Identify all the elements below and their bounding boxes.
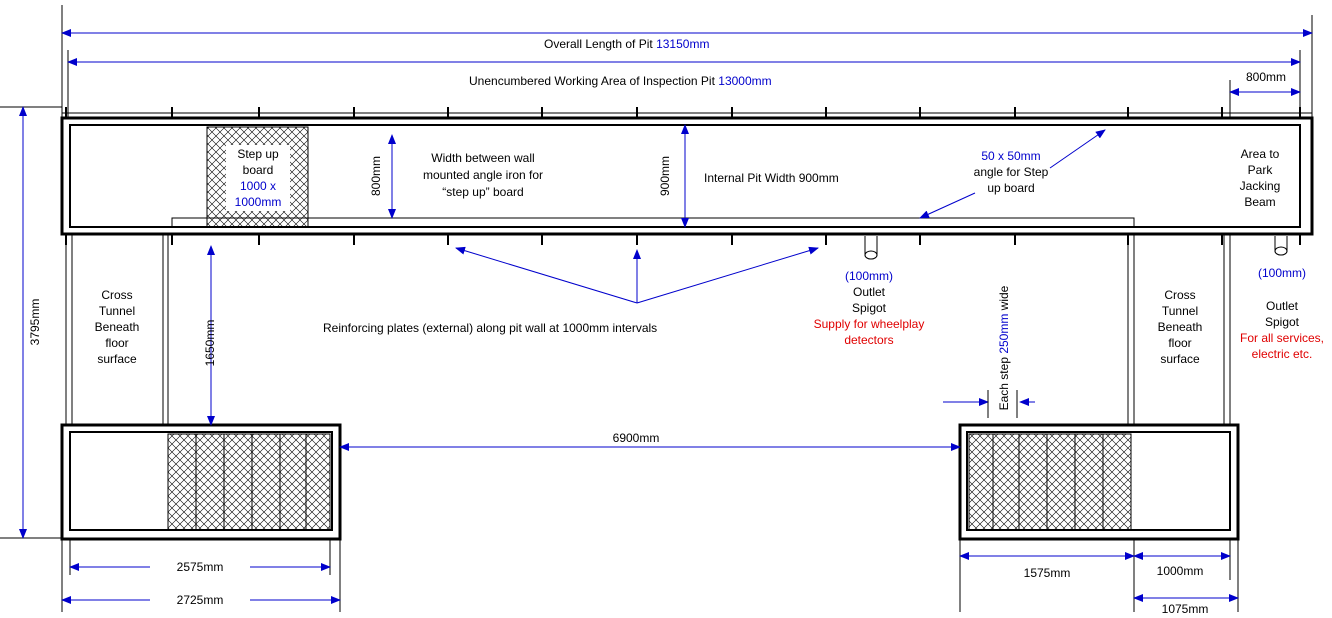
spigot-2-label-2: Spigot [1265, 315, 1300, 329]
tunnel-right-2: Tunnel [1162, 304, 1198, 318]
step-board-gap-dim: 800mm [369, 156, 383, 196]
park-area-4: Beam [1244, 195, 1275, 209]
tunnel-left-1: Cross [101, 288, 132, 302]
tunnel-right-3: Beneath [1158, 320, 1203, 334]
tunnel-left-3: Beneath [95, 320, 140, 334]
overall-length-label: Overall Length of Pit 13150mm [544, 37, 709, 51]
right-stair-steps-dim: 1575mm [1024, 566, 1071, 580]
step-up-board-title-2: board [243, 163, 274, 177]
stair-spacing-dim: 6900mm [613, 431, 660, 445]
gap-note-1: Width between wall [431, 151, 534, 165]
angle-size: 50 x 50mm [981, 149, 1040, 163]
park-area-3: Jacking [1240, 179, 1281, 193]
internal-width-dim: 900mm [658, 156, 672, 196]
spigot-1-icon [864, 236, 878, 260]
angle-note-1: angle for Step [974, 165, 1049, 179]
right-landing-dim: 1000mm [1157, 564, 1204, 578]
spigot-1-label-1: Outlet [853, 285, 886, 299]
spigot-2-purpose-1: For all services, [1240, 331, 1324, 345]
gap-note-3: “step up” board [442, 185, 523, 199]
step-up-board-label-bg [226, 145, 290, 211]
spigot-1-purpose-2: detectors [844, 333, 893, 347]
spigot-2-label-1: Outlet [1266, 299, 1299, 313]
tunnel-left-4: floor [105, 336, 128, 350]
stair-depth-dim: 1650mm [203, 320, 217, 367]
spigot-2-purpose-2: electric etc. [1252, 347, 1313, 361]
spigot-1-purpose-1: Supply for wheelplay [814, 317, 925, 331]
step-up-board-size-1: 1000 x [240, 179, 276, 193]
tunnel-left-2: Tunnel [99, 304, 135, 318]
tunnel-right-4: floor [1168, 336, 1191, 350]
right-stairwell [958, 423, 1240, 541]
left-stair-outer-dim: 2725mm [177, 593, 224, 607]
tunnel-right-5: surface [1160, 352, 1200, 366]
end-offset-dim: 800mm [1246, 70, 1286, 84]
reinforcing-note: Reinforcing plates (external) along pit … [323, 321, 657, 335]
cross-tunnels [65, 234, 1231, 425]
internal-width-label: Internal Pit Width 900mm [704, 171, 839, 185]
spigot-2-icon [1274, 236, 1288, 256]
gap-note-2: mounted angle iron for [423, 168, 543, 182]
tunnel-left-5: surface [97, 352, 137, 366]
left-stairwell [60, 423, 342, 541]
step-up-board-title-1: Step up [237, 147, 279, 161]
angle-note-2: up board [987, 181, 1034, 195]
tunnel-right-1: Cross [1164, 288, 1195, 302]
spigot-2-size: (100mm) [1258, 266, 1306, 280]
right-landing-outer-dim: 1075mm [1162, 602, 1209, 616]
spigot-1-size: (100mm) [845, 269, 893, 283]
step-width-label: Each step 250mm wide [997, 285, 1011, 410]
reinforcing-plates [65, 107, 1301, 245]
working-area-label: Unencumbered Working Area of Inspection … [469, 74, 772, 88]
dimension-lines [19, 29, 1313, 604]
park-area-1: Area to [1241, 147, 1280, 161]
total-width-dim: 3795mm [28, 299, 42, 346]
left-stair-inner-dim: 2575mm [177, 560, 224, 574]
step-up-board-size-2: 1000mm [235, 195, 282, 209]
spigot-1-label-2: Spigot [852, 301, 887, 315]
park-area-2: Park [1248, 163, 1274, 177]
